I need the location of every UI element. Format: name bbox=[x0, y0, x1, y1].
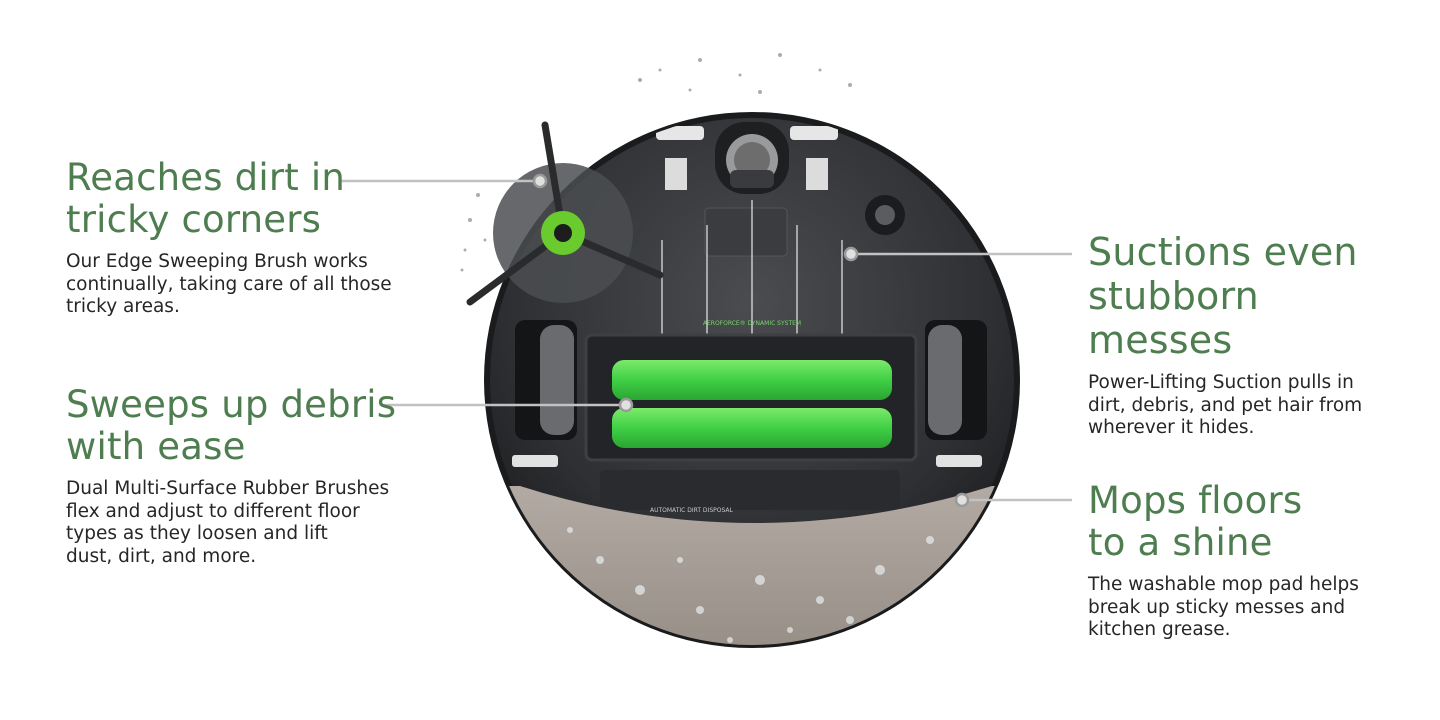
heading-line: tricky corners bbox=[66, 198, 322, 241]
feature-description: Power-Lifting Suction pulls in dirt, deb… bbox=[1088, 372, 1408, 440]
caster-wheel bbox=[715, 122, 789, 194]
edge-sweeping-brush bbox=[466, 121, 664, 306]
description-line: dirt, debris, and pet hair from bbox=[1088, 394, 1363, 416]
rubber-brush-rear bbox=[612, 408, 892, 448]
cliff-sensor bbox=[790, 126, 838, 140]
description-line: break up sticky messes and bbox=[1088, 596, 1346, 618]
heading-line: stubborn messes bbox=[1088, 274, 1259, 362]
description-line: Power-Lifting Suction pulls in bbox=[1088, 372, 1354, 393]
heading-line: Reaches dirt in bbox=[66, 156, 346, 199]
feature-heading: Mops floors to a shine bbox=[1088, 480, 1398, 564]
cliff-sensor bbox=[656, 126, 704, 140]
description-line: types as they loosen and lift bbox=[66, 523, 328, 544]
brush-cage bbox=[584, 333, 918, 462]
cliff-sensor bbox=[936, 455, 982, 467]
feature-edge-brush: Reaches dirt in tricky corners Our Edge … bbox=[66, 157, 406, 319]
heading-line: Suctions even bbox=[1088, 230, 1358, 274]
feature-rubber-brushes: Sweeps up debris with ease Dual Multi-Su… bbox=[66, 384, 411, 568]
description-line: kitchen grease. bbox=[1088, 619, 1231, 640]
feature-description: Dual Multi-Surface Rubber Brushes flex a… bbox=[66, 478, 411, 568]
description-line: wherever it hides. bbox=[1088, 417, 1255, 438]
cliff-sensor bbox=[512, 455, 558, 467]
feature-mop-pad: Mops floors to a shine The washable mop … bbox=[1088, 480, 1398, 642]
heading-line: with ease bbox=[66, 425, 246, 468]
feature-description: Our Edge Sweeping Brush works continuall… bbox=[66, 251, 406, 319]
heading-line: Mops floors bbox=[1088, 479, 1303, 522]
dirt-disposal-label: AUTOMATIC DIRT DISPOSAL bbox=[650, 507, 733, 514]
description-line: Dual Multi-Surface Rubber Brushes bbox=[66, 478, 390, 499]
intake-grille bbox=[704, 207, 788, 257]
debris-particles bbox=[460, 53, 852, 272]
left-wheel bbox=[515, 320, 577, 440]
description-line: The washable mop pad helps bbox=[1088, 574, 1359, 595]
description-line: tricky areas. bbox=[66, 296, 180, 317]
description-line: Our Edge Sweeping Brush works bbox=[66, 251, 368, 272]
water-droplets bbox=[567, 527, 934, 643]
feature-heading: Suctions even stubborn messes bbox=[1088, 230, 1408, 362]
callout-lines bbox=[340, 173, 1072, 508]
heading-line: to a shine bbox=[1088, 521, 1273, 564]
sensor-window bbox=[806, 158, 828, 190]
mop-pad bbox=[487, 486, 1017, 645]
description-line: flex and adjust to different floor bbox=[66, 500, 360, 522]
sensor-window bbox=[665, 158, 687, 190]
description-line: dust, dirt, and more. bbox=[66, 545, 257, 567]
description-line: continually, taking care of all those bbox=[66, 273, 392, 295]
feature-heading: Reaches dirt in tricky corners bbox=[66, 157, 406, 241]
heading-line: Sweeps up debris bbox=[66, 383, 397, 426]
feature-suction: Suctions even stubborn messes Power-Lift… bbox=[1088, 230, 1408, 440]
right-wheel bbox=[925, 320, 987, 440]
airflow-system-label: AEROFORCE® DYNAMIC SYSTEM bbox=[703, 320, 801, 327]
feature-heading: Sweeps up debris with ease bbox=[66, 384, 411, 468]
feature-description: The washable mop pad helps break up stic… bbox=[1088, 574, 1398, 642]
rubber-brush-front bbox=[612, 360, 892, 400]
